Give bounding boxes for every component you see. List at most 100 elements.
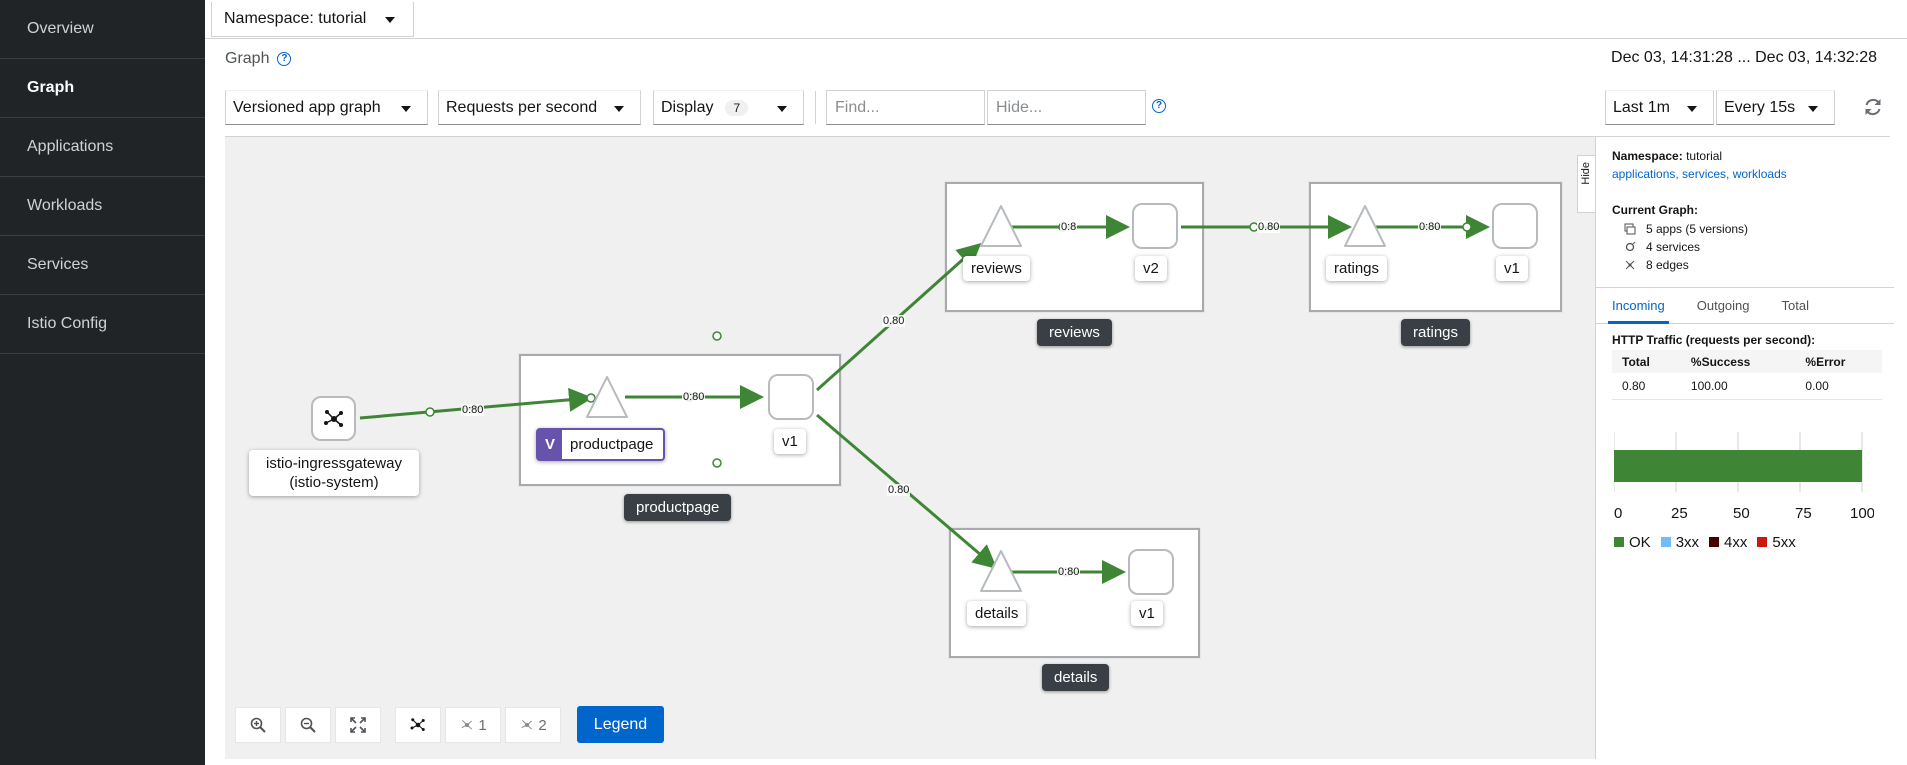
- refresh-interval-dropdown[interactable]: Every 15s: [1716, 90, 1835, 125]
- zoom-in-button[interactable]: [235, 707, 281, 743]
- caret-down-icon: [1687, 106, 1697, 112]
- edge-dot: [712, 458, 722, 468]
- sidebar-item-overview[interactable]: Overview: [0, 0, 205, 59]
- productpage-name: productpage: [570, 436, 654, 453]
- hide-panel-label: Hide: [1580, 162, 1592, 185]
- productpage-app-label: V productpage: [536, 428, 666, 461]
- layout-2-label: 2: [538, 716, 547, 734]
- productpage-v1-node[interactable]: [768, 374, 814, 420]
- chart-legend: OK 3xx 4xx 5xx: [1614, 534, 1796, 551]
- table-cell: 0.80: [1612, 373, 1681, 400]
- caret-down-icon: [401, 106, 411, 112]
- layout-default-button[interactable]: [395, 707, 441, 743]
- ingressgateway-node[interactable]: [311, 396, 356, 441]
- legend-item-5xx[interactable]: 5xx: [1757, 534, 1796, 551]
- duration-dropdown[interactable]: Last 1m: [1605, 90, 1714, 125]
- edge-label: 0:80: [1057, 566, 1081, 578]
- legend-swatch: [1709, 537, 1720, 547]
- table-row: 0.80 100.00 0.00: [1612, 373, 1882, 400]
- sidebar-item-applications[interactable]: Applications: [0, 118, 205, 177]
- ratings-box-label: ratings: [1401, 319, 1471, 346]
- edge-label: 0.80: [882, 315, 906, 327]
- edge-dot: [425, 407, 435, 417]
- namespace-value: tutorial: [1686, 149, 1723, 163]
- sidebar-item-graph[interactable]: Graph: [0, 59, 205, 118]
- legend-item-ok[interactable]: OK: [1614, 534, 1651, 551]
- graph-type-dropdown[interactable]: Versioned app graph: [225, 90, 428, 125]
- edges-icon: [1625, 260, 1635, 270]
- legend-label: 4xx: [1724, 534, 1748, 551]
- tab-outgoing[interactable]: Outgoing: [1696, 298, 1750, 313]
- legend-item-4xx[interactable]: 4xx: [1709, 534, 1747, 551]
- chart-tick: 100: [1850, 505, 1874, 522]
- services-stat-text: 4 services: [1646, 240, 1701, 254]
- hide-panel-tab[interactable]: Hide: [1577, 155, 1597, 213]
- chart-tick: 25: [1671, 505, 1688, 522]
- legend-swatch: [1614, 537, 1624, 547]
- productpage-app-node[interactable]: [585, 375, 629, 419]
- services-icon: [1625, 241, 1636, 252]
- reviews-app-node[interactable]: [979, 204, 1023, 248]
- namespace-bar: Namespace: tutorial: [205, 0, 1907, 39]
- toolbar-divider: [815, 91, 816, 124]
- edge-label: 0:80: [682, 391, 706, 403]
- caret-down-icon: [385, 17, 395, 23]
- find-input[interactable]: Find...: [826, 90, 985, 125]
- graph-canvas[interactable]: 0:80 0:80 0.80 0:8 0.80 0:80 0.80 0:80 i…: [225, 137, 1595, 759]
- graph-type-label: Versioned app graph: [233, 98, 381, 116]
- tab-total[interactable]: Total: [1781, 298, 1809, 313]
- apps-stat: 5 apps (5 versions): [1624, 220, 1748, 238]
- namespace-links[interactable]: applications, services, workloads: [1612, 167, 1787, 181]
- edge-label: 0:8: [1060, 221, 1078, 233]
- namespace-dropdown[interactable]: Namespace: tutorial: [211, 2, 414, 37]
- refresh-icon[interactable]: [1862, 96, 1884, 118]
- help-icon[interactable]: ?: [277, 52, 292, 66]
- ratings-version-label: v1: [1496, 256, 1528, 281]
- graph-controls: 1 2: [235, 707, 561, 743]
- productpage-box-label: productpage: [624, 494, 732, 521]
- hide-input[interactable]: Hide...: [987, 90, 1146, 125]
- display-count-badge: 7: [725, 99, 749, 116]
- edge-dot: [712, 331, 722, 341]
- namespace-label: Namespace:: [1612, 149, 1683, 163]
- zoom-to-fit-button[interactable]: [335, 707, 381, 743]
- legend-item-3xx[interactable]: 3xx: [1660, 534, 1699, 551]
- sidebar-item-services[interactable]: Services: [0, 236, 205, 295]
- sidebar-item-workloads[interactable]: Workloads: [0, 177, 205, 236]
- details-v1-node[interactable]: [1128, 549, 1174, 595]
- namespace-dropdown-label: Namespace: tutorial: [224, 10, 367, 27]
- edge-dot: [586, 393, 596, 403]
- tab-incoming[interactable]: Incoming: [1596, 288, 1681, 324]
- details-app-node[interactable]: [979, 549, 1023, 593]
- reviews-version-label: v2: [1135, 256, 1167, 281]
- panel-namespace: Namespace: tutorial: [1612, 149, 1722, 163]
- reviews-box-label: reviews: [1037, 319, 1112, 346]
- sidebar-nav: Overview Graph Applications Workloads Se…: [0, 0, 205, 765]
- apps-icon: [1624, 223, 1636, 235]
- sidebar-item-istio-config[interactable]: Istio Config: [0, 295, 205, 354]
- legend-button[interactable]: Legend: [577, 706, 664, 743]
- table-cell: 0.00: [1795, 373, 1882, 400]
- caret-down-icon: [777, 106, 787, 112]
- edges-stat: 8 edges: [1624, 256, 1748, 274]
- layout-1-button[interactable]: 1: [445, 707, 501, 743]
- chart-tick: 50: [1733, 505, 1750, 522]
- summary-panel: Namespace: tutorial applications, servic…: [1595, 137, 1894, 759]
- ratings-app-node[interactable]: [1343, 204, 1387, 248]
- ratings-app-label: ratings: [1326, 256, 1388, 281]
- toolbar-separator: [225, 136, 1890, 137]
- edge-label: 0.80: [887, 484, 911, 496]
- find-help-icon[interactable]: ?: [1152, 99, 1166, 113]
- layout-2-button[interactable]: 2: [505, 707, 561, 743]
- edge-label: 0:80: [461, 404, 485, 416]
- edge-labels-dropdown[interactable]: Requests per second: [438, 90, 641, 125]
- refresh-interval-label: Every 15s: [1724, 98, 1796, 116]
- details-version-label: v1: [1131, 601, 1163, 626]
- zoom-out-button[interactable]: [285, 707, 331, 743]
- display-dropdown[interactable]: Display 7: [653, 90, 804, 125]
- productpage-version-label: v1: [774, 429, 806, 454]
- time-range-display: Dec 03, 14:31:28 ... Dec 03, 14:32:28: [1611, 49, 1877, 66]
- ratings-v1-node[interactable]: [1492, 203, 1538, 249]
- reviews-v2-node[interactable]: [1132, 203, 1178, 249]
- ingressgateway-label: istio-ingressgateway (istio-system): [249, 450, 419, 496]
